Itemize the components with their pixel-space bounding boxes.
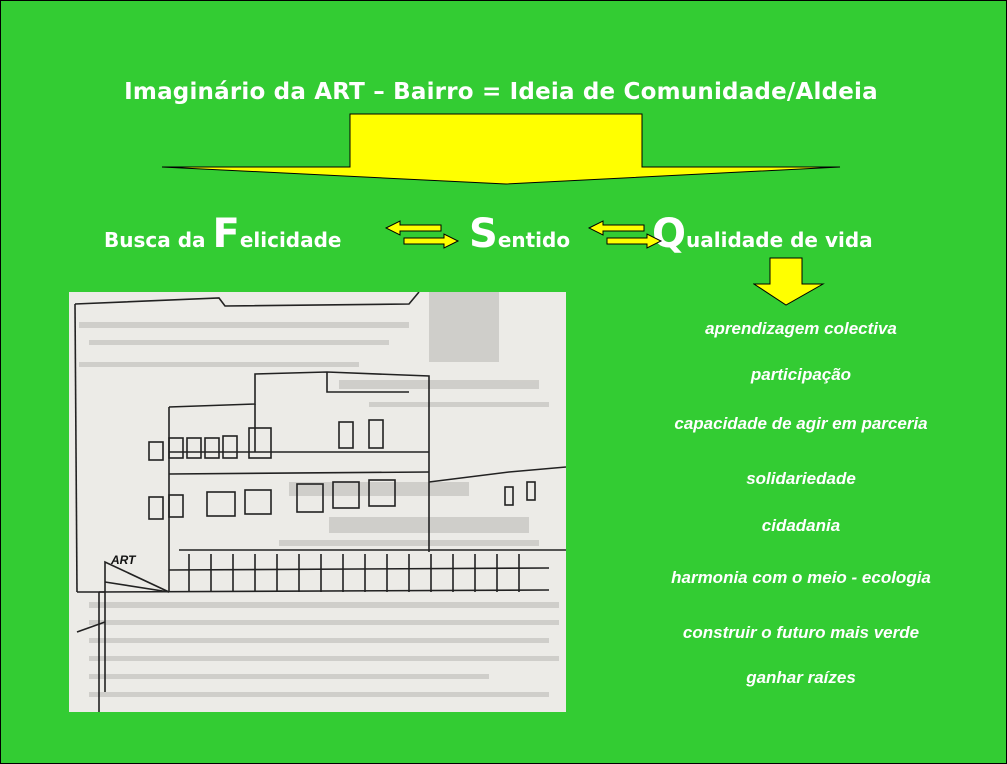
phrase-qualidade: Qualidade de vida	[652, 211, 873, 257]
building-sketch-image: ART	[69, 291, 569, 712]
list-item: ganhar raízes	[746, 668, 856, 687]
list-item: solidariedade	[746, 469, 856, 488]
list-item: participação	[750, 365, 852, 384]
phrase-prefix: Busca da	[104, 228, 213, 252]
list-item: aprendizagem colectiva	[705, 319, 897, 338]
down-arrow-small-icon	[753, 257, 825, 306]
phrase-rest: entido	[497, 228, 571, 252]
phrase-cap: Q	[652, 211, 687, 257]
phrase-rest: elicidade	[239, 228, 342, 252]
phrase-sentido: Sentido	[469, 211, 570, 257]
concept-row: Busca da Felicidade Sentido Qualidade de…	[1, 211, 1001, 261]
list-item: harmonia com o meio - ecologia	[671, 568, 931, 587]
list-item: capacidade de agir em parceria	[674, 414, 928, 433]
double-arrow-icon	[588, 220, 663, 249]
phrase-cap: F	[212, 211, 240, 257]
building-sketch-drawing: ART	[69, 291, 569, 712]
down-arrow-icon	[161, 113, 841, 185]
slide-title: Imaginário da ART – Bairro = Ideia de Co…	[124, 79, 878, 105]
phrase-felicidade: Busca da Felicidade	[104, 211, 342, 257]
phrase-rest: ualidade de vida	[686, 228, 873, 252]
phrase-cap: S	[469, 211, 498, 257]
list-item: construir o futuro mais verde	[682, 623, 920, 642]
list-item: cidadania	[761, 516, 841, 535]
double-arrow-icon	[385, 220, 460, 249]
building-sign: ART	[110, 553, 137, 567]
